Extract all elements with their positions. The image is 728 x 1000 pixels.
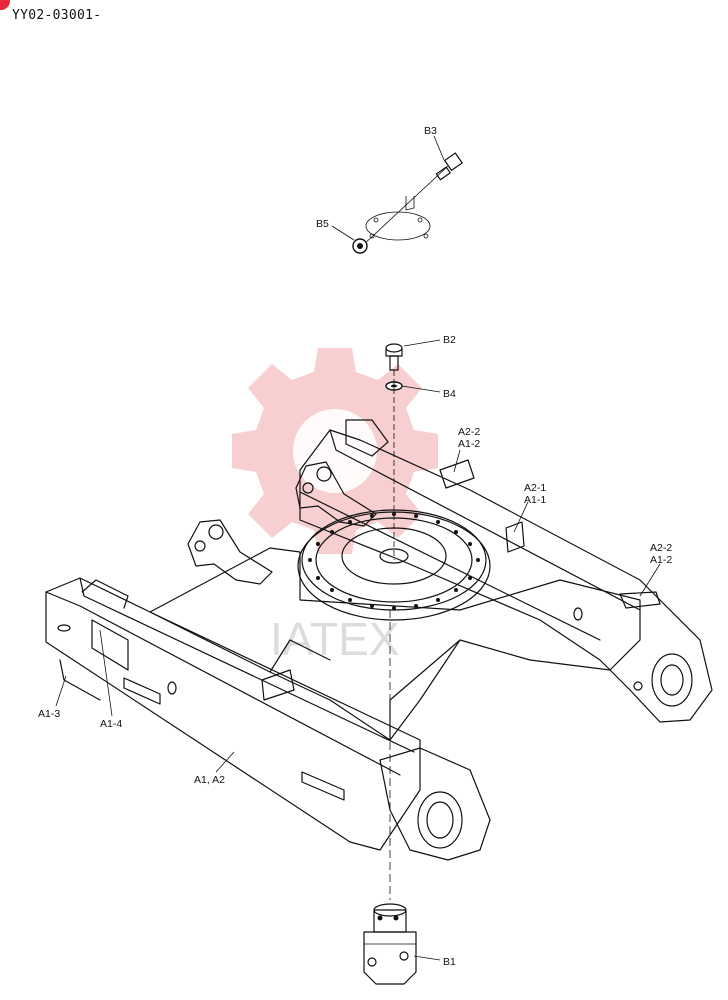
- corner-badge: [0, 0, 10, 10]
- callout-b2: B2: [443, 334, 456, 346]
- nut-b5-icon: [352, 238, 368, 254]
- leader-lines: [55, 135, 661, 961]
- document-code: YY02-03001-: [12, 8, 102, 23]
- center-joint-b1-icon: [363, 903, 417, 985]
- callout-a1-a2: A1, A2: [194, 774, 225, 786]
- callout-a1-4: A1-4: [100, 718, 122, 730]
- watermark-text: IATEX: [270, 613, 400, 665]
- callout-b3: B3: [424, 125, 437, 137]
- callout-a1-1: A1-1: [524, 494, 546, 506]
- watermark-gear-icon: [232, 348, 438, 554]
- callout-a1-3: A1-3: [38, 708, 60, 720]
- callout-b4: B4: [443, 388, 456, 400]
- callout-a1-2-right: A1-2: [650, 554, 672, 566]
- bolt-b2-icon: [385, 343, 403, 371]
- bolt-b3-icon: [435, 152, 464, 181]
- callout-b5: B5: [316, 218, 329, 230]
- bearing-bolt-holes: [308, 512, 480, 610]
- cover-plate-assembly: [352, 152, 464, 254]
- callout-b1: B1: [443, 956, 456, 968]
- callout-a2-1: A2-1: [524, 482, 546, 494]
- callout-a2-2-right: A2-2: [650, 542, 672, 554]
- callout-a2-2-upper: A2-2: [458, 426, 480, 438]
- callout-a1-2-upper: A1-2: [458, 438, 480, 450]
- lower-frame: [45, 419, 713, 861]
